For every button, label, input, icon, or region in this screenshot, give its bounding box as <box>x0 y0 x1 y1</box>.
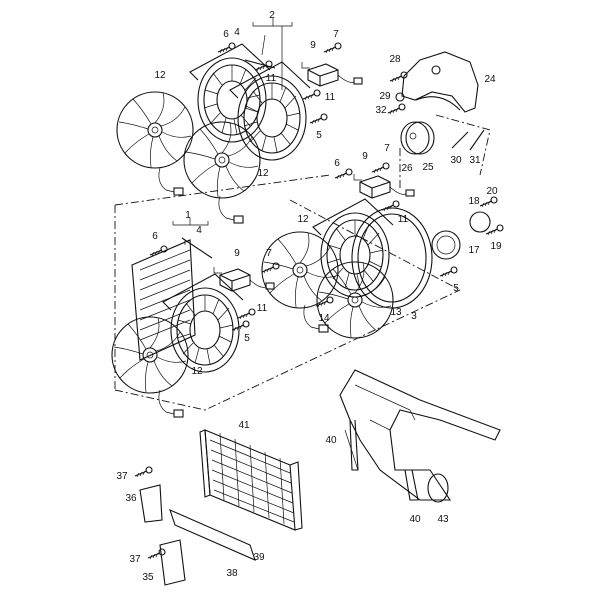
upper-fan-assembly <box>116 18 363 224</box>
callout-11: 11 <box>398 214 409 225</box>
callout-9: 9 <box>362 151 368 162</box>
callout-29: 29 <box>379 91 391 102</box>
callout-37: 37 <box>116 471 128 482</box>
callout-38: 38 <box>226 568 238 579</box>
callout-11: 11 <box>257 303 268 314</box>
callout-9: 9 <box>234 248 240 259</box>
callout-9: 9 <box>310 40 316 51</box>
guide-lines <box>114 174 461 411</box>
fan-bracket-assembly <box>387 51 491 188</box>
callout-5: 5 <box>453 283 459 294</box>
callout-26: 26 <box>401 163 413 174</box>
callout-1: 1 <box>185 210 191 221</box>
callout-7: 7 <box>333 29 339 40</box>
callout-12: 12 <box>191 366 203 377</box>
callout-35: 35 <box>142 572 154 583</box>
callout-41: 41 <box>238 420 250 431</box>
callout-40: 40 <box>325 435 337 446</box>
callout-12: 12 <box>257 168 269 179</box>
callout-2: 2 <box>269 10 275 21</box>
callout-4: 4 <box>234 27 240 38</box>
left-fan-assembly <box>111 218 280 418</box>
callout-4: 4 <box>196 225 202 236</box>
callout-37: 37 <box>129 554 141 565</box>
callout-20: 20 <box>486 186 498 197</box>
callout-19: 19 <box>490 241 502 252</box>
callout-5: 5 <box>244 333 250 344</box>
callout-39: 39 <box>253 552 265 563</box>
callout-5: 5 <box>316 130 322 141</box>
radiator <box>134 429 303 586</box>
callout-17: 17 <box>468 245 480 256</box>
callout-11: 11 <box>266 73 277 84</box>
callout-7: 7 <box>266 248 272 259</box>
callout-6: 6 <box>334 158 340 169</box>
callout-24: 24 <box>484 74 496 85</box>
lock-carrier <box>339 369 501 503</box>
right-fan-assembly <box>261 162 504 339</box>
callout-13: 13 <box>390 307 402 318</box>
callout-28: 28 <box>389 54 401 65</box>
callout-12: 12 <box>154 70 166 81</box>
callout-18: 18 <box>468 196 480 207</box>
callout-6: 6 <box>152 231 158 242</box>
callout-14: 14 <box>318 313 330 324</box>
callout-40: 40 <box>409 514 421 525</box>
callout-12: 12 <box>297 214 309 225</box>
callout-30: 30 <box>450 155 462 166</box>
callout-36: 36 <box>125 493 137 504</box>
callout-7: 7 <box>384 143 390 154</box>
callout-32: 32 <box>375 105 387 116</box>
callout-43: 43 <box>437 514 449 525</box>
callout-31: 31 <box>469 155 481 166</box>
callout-11: 11 <box>325 92 336 103</box>
callout-3: 3 <box>411 311 417 322</box>
callout-6: 6 <box>223 29 229 40</box>
callout-25: 25 <box>422 162 434 173</box>
